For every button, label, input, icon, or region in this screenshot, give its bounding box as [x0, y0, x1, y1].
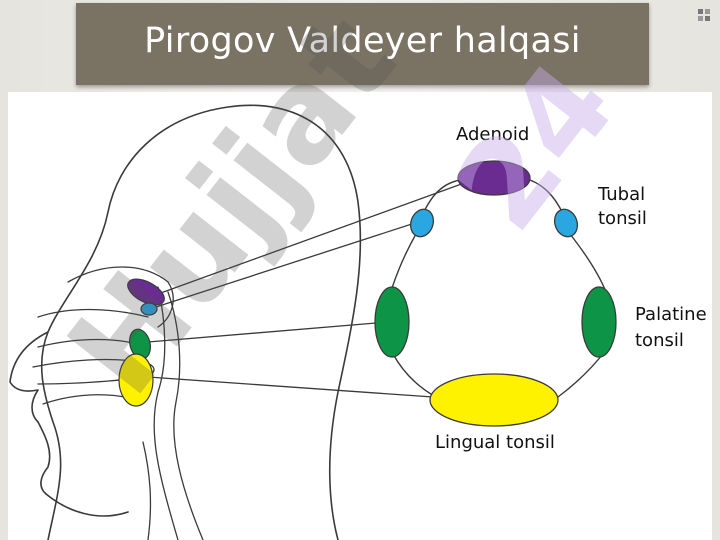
- slide-title: Pirogov Valdeyer halqasi: [144, 21, 581, 61]
- ring-tubal-tonsil-left: [409, 208, 435, 238]
- connector-tubal: [155, 221, 419, 308]
- label-palatine-line1: Palatine: [635, 304, 707, 325]
- label-lingual-tonsil: Lingual tonsil: [435, 432, 555, 453]
- ring-lingual-tonsil: [429, 373, 559, 427]
- corner-grid-icon: [698, 9, 710, 21]
- head-adenoid: [127, 278, 165, 306]
- slide-corner-icon: [697, 8, 711, 22]
- connector-lines: [147, 177, 479, 398]
- waldeyer-ring-figure: Adenoid Tubal tonsil Palatine tonsil Lin…: [8, 92, 712, 540]
- label-palatine-line2: tonsil: [635, 330, 684, 351]
- head-lingual-tonsil: [118, 353, 154, 407]
- title-bar: Pirogov Valdeyer halqasi: [76, 3, 649, 85]
- head-tubal-tonsil: [140, 302, 158, 316]
- connector-lingual: [147, 376, 434, 398]
- anatomy-diagram: [9, 104, 617, 540]
- ring-palatine-tonsil-right: [581, 286, 617, 358]
- connector-adenoid: [157, 177, 479, 295]
- head-outline: [9, 104, 362, 540]
- connector-palatine: [147, 321, 389, 343]
- ring-tubal-tonsil-right: [553, 208, 579, 238]
- label-tubal-line1: Tubal: [598, 184, 646, 205]
- nasal-palate-lines: [32, 266, 204, 540]
- ring-adenoid: [457, 160, 531, 196]
- ring-palatine-tonsil-left: [374, 286, 410, 358]
- label-tubal-line2: tonsil: [598, 208, 647, 229]
- label-adenoid: Adenoid: [456, 124, 530, 145]
